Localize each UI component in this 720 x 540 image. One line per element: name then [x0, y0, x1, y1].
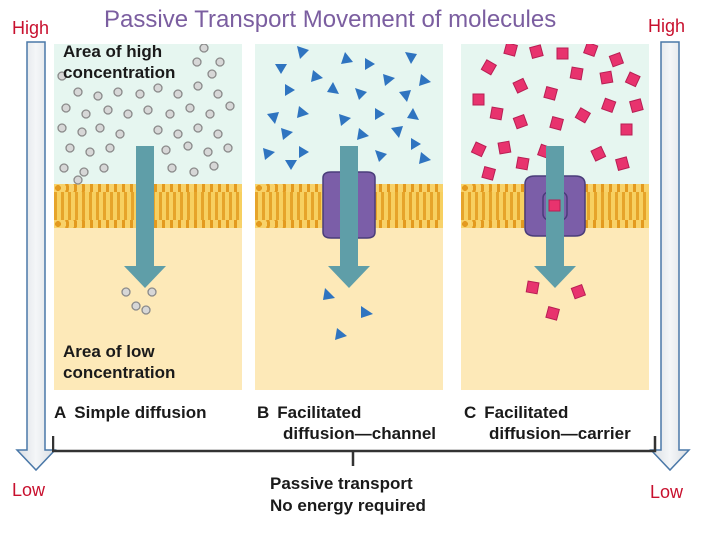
low-concentration-label: Area of low concentration	[63, 342, 176, 382]
low-concentration-molecules	[525, 280, 587, 321]
passive-transport-note: Passive transport No energy required	[270, 474, 426, 515]
grouping-bracket	[52, 436, 657, 466]
left-high-label: High	[12, 18, 50, 38]
panel-channel-diffusion	[255, 44, 443, 390]
low-concentration-molecules	[323, 288, 373, 340]
left-low-label: Low	[12, 480, 46, 500]
panel-carrier-diffusion	[461, 44, 649, 390]
left-gradient-arrow	[15, 41, 57, 472]
diffusion-arrow	[124, 146, 166, 288]
caption-letter: A	[54, 403, 67, 422]
low-concentration-molecules	[121, 287, 157, 315]
panel-c-graphics	[470, 44, 644, 321]
right-high-label: High	[648, 16, 686, 36]
page-title: Passive Transport Movement of molecules	[104, 6, 557, 33]
high-concentration-molecules	[263, 46, 431, 170]
panel-a-graphics	[57, 44, 235, 315]
panel-b-graphics	[263, 46, 431, 340]
right-gradient-arrow	[649, 41, 691, 472]
bound-molecule	[548, 199, 561, 212]
right-low-label: Low	[650, 482, 684, 502]
diffusion-arrow	[328, 146, 370, 288]
caption-letter: B	[257, 403, 270, 422]
high-concentration-molecules	[57, 44, 235, 185]
caption-letter: C	[464, 403, 477, 422]
high-concentration-label: Area of high concentration	[63, 44, 176, 82]
panel-simple-diffusion: Area of high concentration Area of low c…	[54, 44, 242, 390]
